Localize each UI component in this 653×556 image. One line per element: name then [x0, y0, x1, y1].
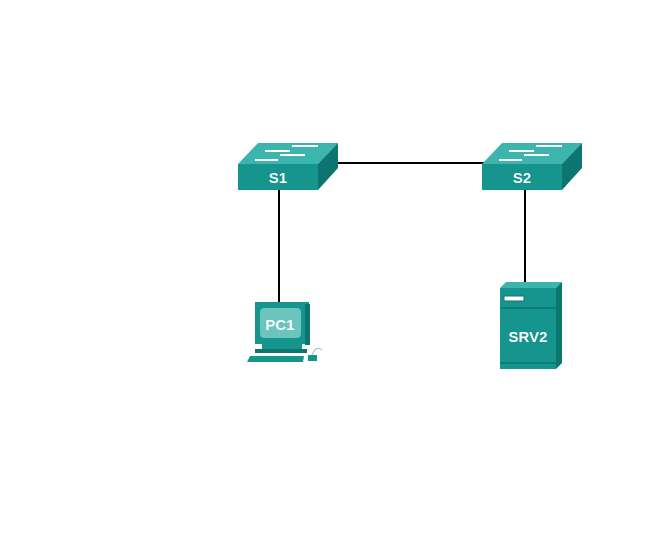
drive-bay-icon	[503, 295, 525, 302]
switch-s2-label: S2	[513, 170, 531, 187]
server-srv2[interactable]: SRV2	[500, 282, 562, 369]
pc-pc1[interactable]: PC1	[247, 302, 323, 362]
server-srv2-label: SRV2	[509, 329, 548, 346]
switch-arrows-icon	[255, 145, 318, 161]
mouse-icon	[308, 355, 317, 361]
switch-s1[interactable]: S1	[238, 143, 338, 190]
switch-s2[interactable]: S2	[482, 143, 582, 190]
pc-pc1-label: PC1	[265, 317, 294, 334]
keyboard-icon	[247, 356, 304, 362]
switch-s1-label: S1	[269, 170, 287, 187]
switch-arrows-icon	[499, 145, 562, 161]
